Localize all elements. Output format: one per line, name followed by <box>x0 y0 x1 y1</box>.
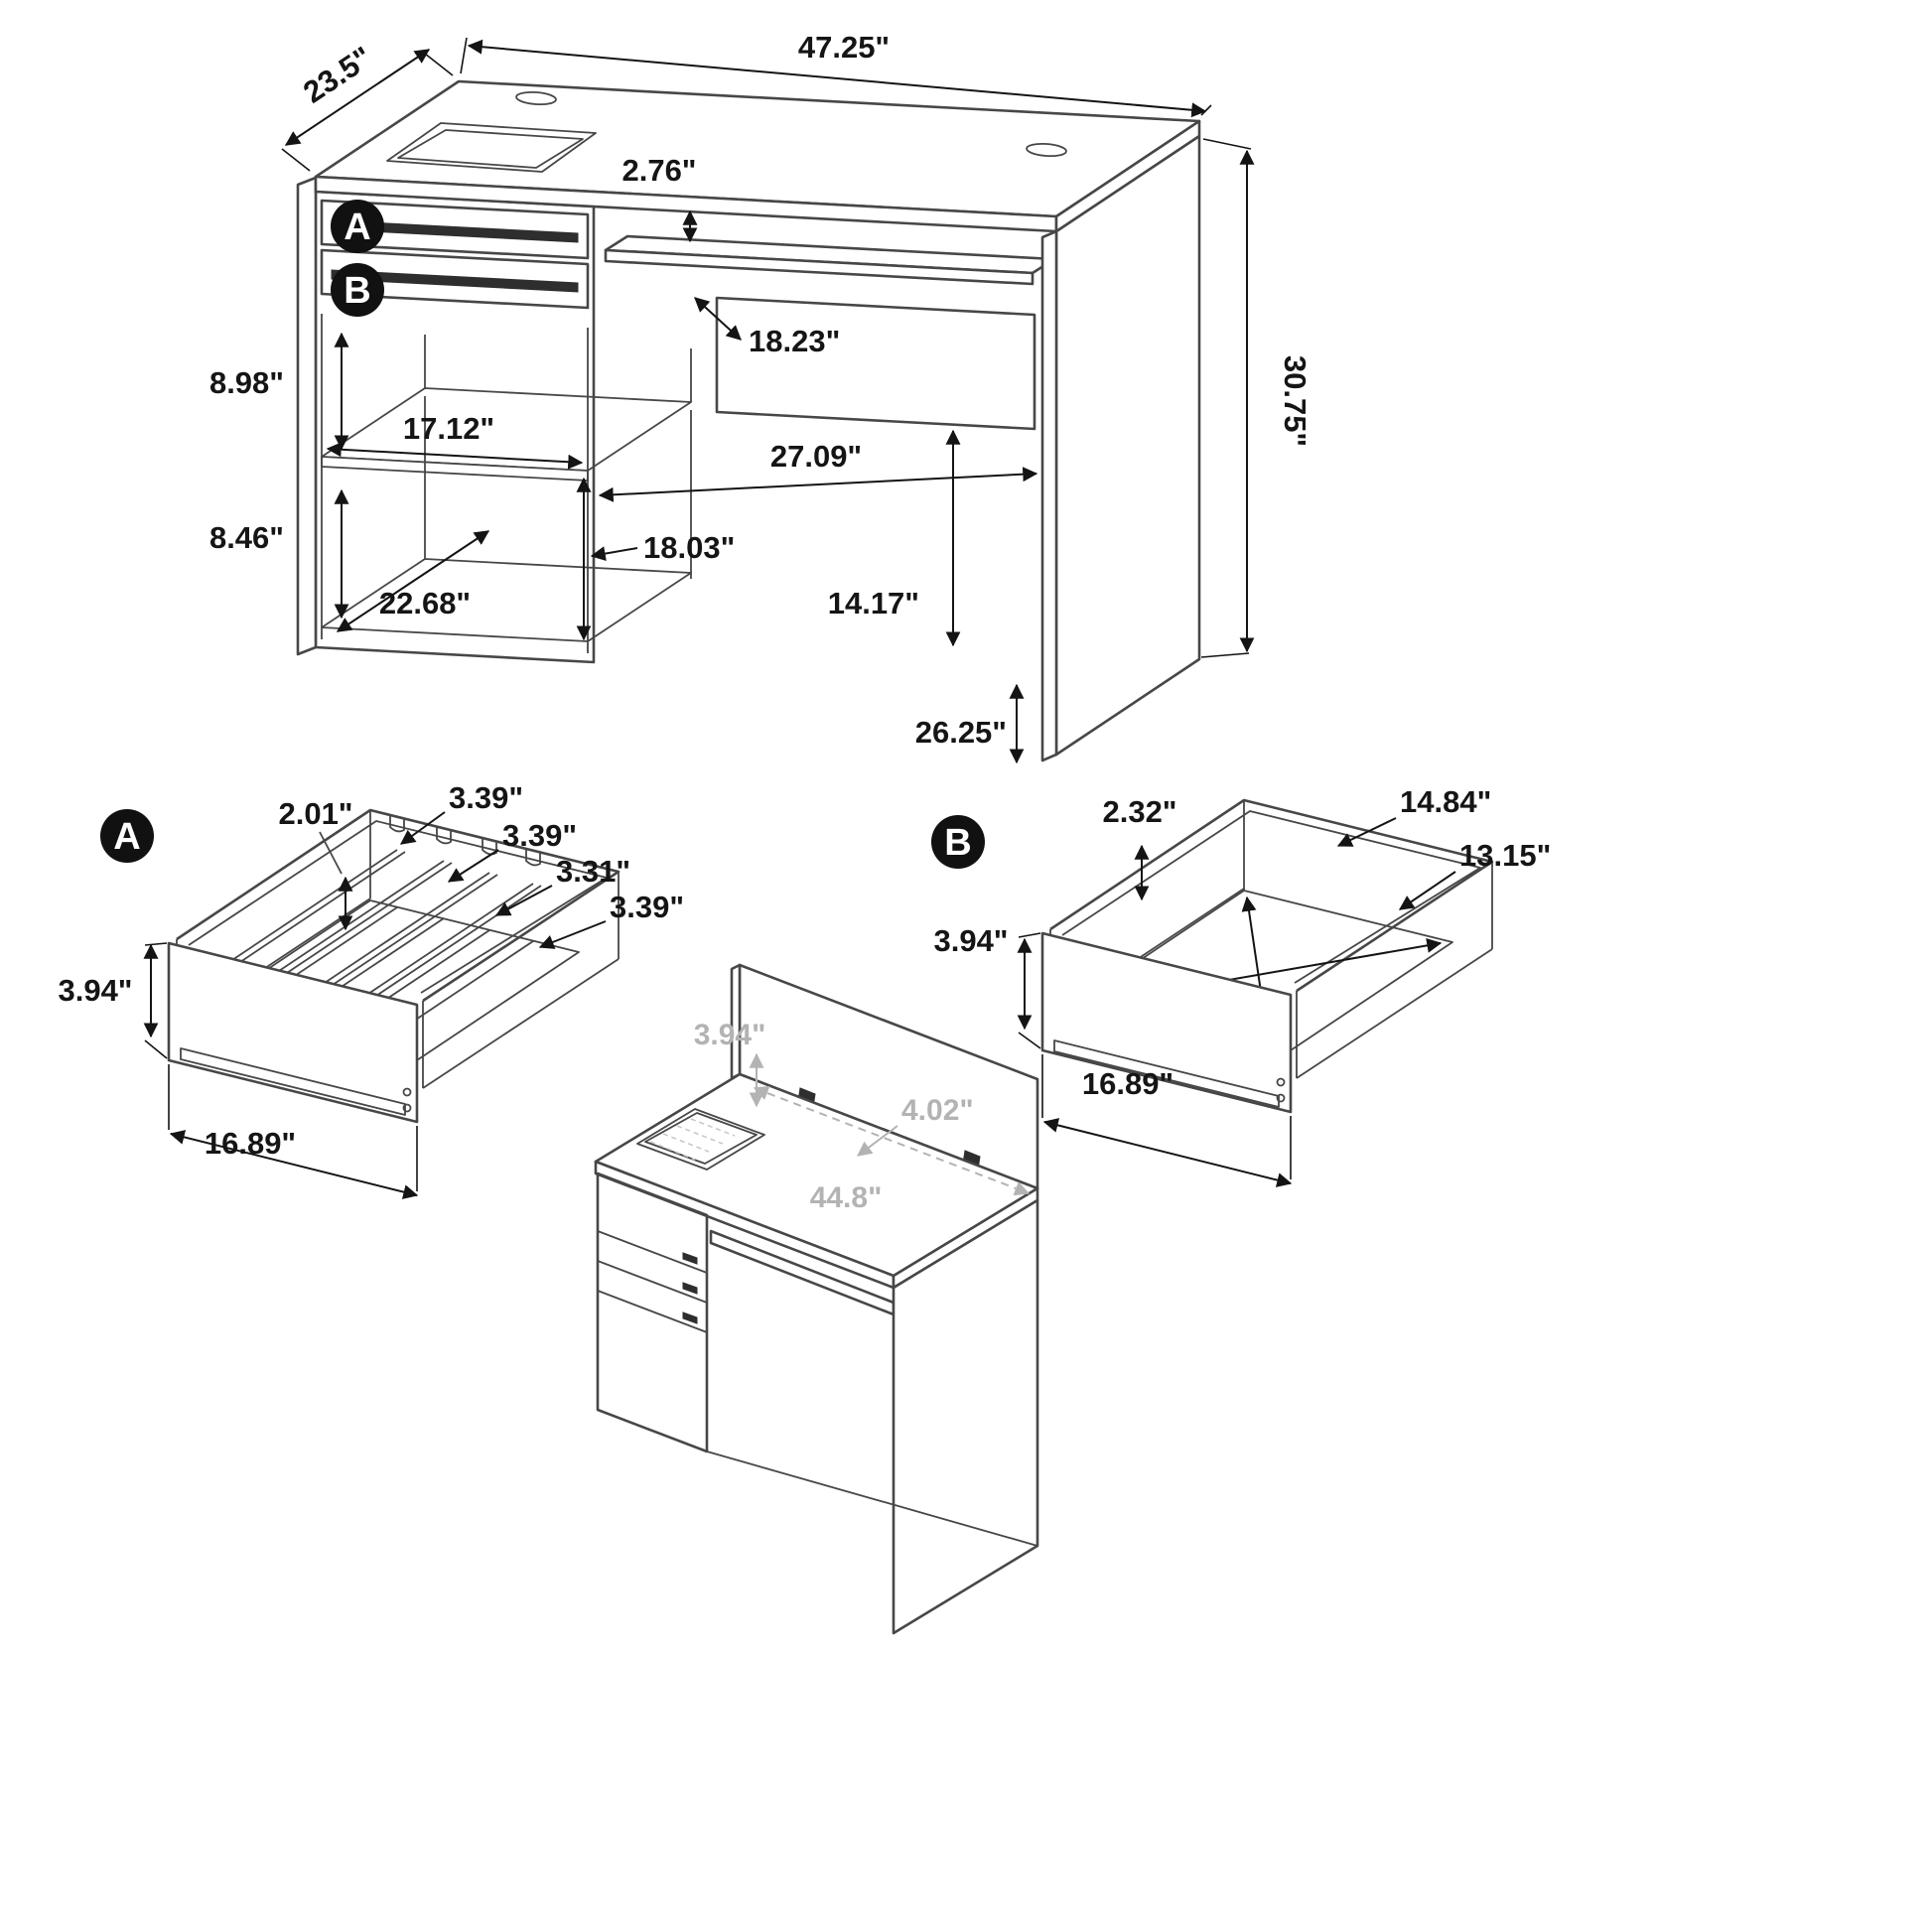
dim-a-slot-width: 2.01" <box>278 796 352 831</box>
dim-shelf-width: 17.12" <box>403 411 494 446</box>
folded-pedestal <box>596 1172 709 1453</box>
dim-a-slot-4: 3.39" <box>610 890 684 924</box>
dim-desk-height: 30.75" <box>1278 355 1312 447</box>
desktop-right-edge <box>1054 119 1201 233</box>
badge-a-main <box>331 200 384 253</box>
dim-a-width: 16.89" <box>205 1126 296 1161</box>
dim-folded-panel-offset: 4.02" <box>901 1094 974 1127</box>
dim-a-slot-2: 3.39" <box>502 818 577 853</box>
keyboard-tray-front <box>604 248 1035 286</box>
dim-b-width: 16.89" <box>1082 1066 1173 1101</box>
badge-a-detail-label: A <box>113 816 140 858</box>
dim-upper-compartment: 8.98" <box>209 365 284 400</box>
dim-desk-width: 47.25" <box>798 30 890 65</box>
dim-folded-panel-height: 3.94" <box>694 1019 766 1051</box>
drawer-a-detail: A 2.01" 3.39" 3.39" <box>58 780 684 1199</box>
drawer-a-detail-handle <box>180 1047 406 1116</box>
badge-a-main-label: A <box>344 207 370 248</box>
badge-b-main-label: B <box>344 270 370 312</box>
desk-right-panel <box>1054 134 1201 757</box>
dim-b-inner-height: 2.32" <box>1102 794 1176 829</box>
dim-panel-to-floor: 14.17" <box>828 586 919 621</box>
dim-a-slot-3: 3.31" <box>556 854 630 889</box>
drawer-b-detail: B 2.32" 14.84" 13.15" 3.94" 16.89" <box>931 784 1551 1187</box>
dim-b-inner-width: 14.84" <box>1400 784 1491 819</box>
dim-a-height: 3.94" <box>58 973 132 1008</box>
drawer-b-handle <box>331 269 579 293</box>
desk-right-panel-edge <box>1040 229 1058 762</box>
drawer-b-detail-front <box>1040 931 1293 1114</box>
desk-back-panel <box>715 296 1036 431</box>
badge-a-detail <box>100 809 154 863</box>
badge-b-detail-label: B <box>944 822 971 864</box>
badge-b-main <box>331 263 384 317</box>
badge-b-detail <box>931 815 985 869</box>
tray-hatch <box>649 1118 736 1161</box>
dim-side-height: 18.03" <box>643 530 735 565</box>
desk-left-panel-edge <box>296 176 318 656</box>
dim-lower-compartment: 8.46" <box>209 520 284 555</box>
dim-b-height: 3.94" <box>933 923 1008 958</box>
folded-desk-drawing: 3.94" 4.02" 44.8" <box>594 963 1039 1635</box>
dim-tray-depth: 18.23" <box>749 324 840 358</box>
dim-a-slot-1: 3.39" <box>449 780 523 815</box>
dim-b-inner-depth: 13.15" <box>1459 838 1551 873</box>
main-desk-dimensions: 23.5" 47.25" 30.75" 2.76" 18.23" 8.98" 1… <box>209 30 1312 764</box>
pedestal-interior-lines <box>321 314 692 653</box>
drawer-a-detail-front <box>167 941 419 1124</box>
cable-grommet-right <box>1026 142 1067 158</box>
dim-folded-panel-width: 44.8" <box>810 1181 883 1214</box>
drawer-b-detail-handle <box>1053 1039 1280 1108</box>
dim-knee-clearance: 26.25" <box>915 715 1007 750</box>
dim-shelf-depth: 22.68" <box>379 586 471 621</box>
dim-desk-depth: 23.5" <box>297 40 378 110</box>
dim-tray-gap: 2.76" <box>621 153 696 188</box>
dim-knee-width: 27.09" <box>770 439 862 474</box>
